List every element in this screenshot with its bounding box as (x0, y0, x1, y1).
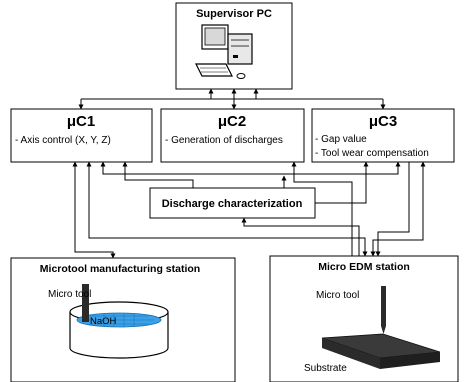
supervisor-pc-title: Supervisor PC (196, 8, 272, 20)
discharge-title: Discharge characterization (162, 198, 303, 210)
uc2-box: μC2 - Generation of discharges (160, 108, 305, 163)
edm-station-box: Micro EDM station Micro tool Substrate (269, 255, 459, 382)
microtool-station-title: Microtool manufacturing station (40, 263, 200, 275)
edm-tool-label: Micro tool (316, 290, 359, 301)
uc2-title: μC2 (218, 113, 246, 130)
uc3-line-1: - Gap value (315, 134, 367, 145)
substrate-icon (321, 333, 441, 369)
discharge-box: Discharge characterization (149, 187, 316, 219)
uc1-title: μC1 (67, 113, 95, 130)
edm-station-title: Micro EDM station (318, 261, 410, 273)
connectors (72, 88, 426, 259)
edm-microtool-icon (381, 286, 386, 334)
supervisor-pc-box: Supervisor PC (175, 2, 293, 90)
uc3-box: μC3 - Gap value - Tool wear compensation (311, 108, 455, 163)
computer-icon (195, 24, 253, 79)
uc2-line-1: - Generation of discharges (165, 135, 283, 146)
microtool-icon (82, 284, 89, 322)
naoh-container-icon (69, 301, 169, 359)
uc1-box: μC1 - Axis control (X, Y, Z) (10, 108, 153, 163)
uc3-line-2: - Tool wear compensation (315, 148, 429, 159)
uc3-title: μC3 (369, 113, 397, 130)
uc1-line-1: - Axis control (X, Y, Z) (15, 135, 111, 146)
microtool-tool-label: Micro tool (48, 289, 91, 300)
microtool-station-box: Microtool manufacturing station Micro to… (10, 257, 236, 382)
substrate-label: Substrate (304, 363, 347, 374)
naoh-label: NaOH (90, 316, 117, 327)
